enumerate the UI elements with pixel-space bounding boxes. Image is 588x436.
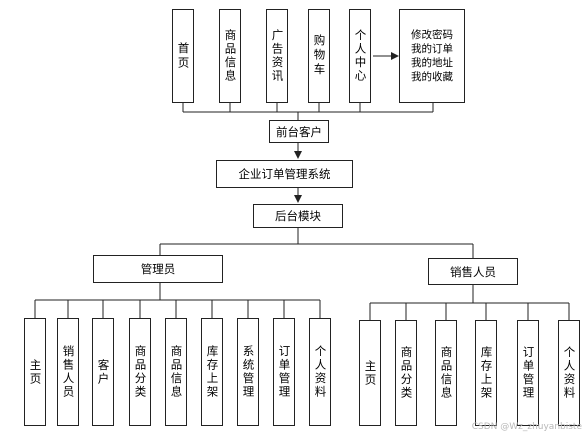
leaf-label: 订单管理 <box>273 318 295 426</box>
leaf-box <box>475 320 497 426</box>
module-cart-text: 购物车 <box>312 34 327 78</box>
leaf-box <box>359 320 381 426</box>
module-home-text: 首页 <box>176 41 191 71</box>
leaf-box <box>517 320 539 426</box>
leaf-text: 系统管理 <box>241 345 256 399</box>
module-product-info-label: 商品信息 <box>219 9 241 103</box>
leaf-label: 个人资料 <box>558 320 580 426</box>
leaf-box <box>165 318 187 426</box>
leaf-text: 库存上架 <box>205 345 220 399</box>
leaf-label: 库存上架 <box>201 318 223 426</box>
leaf-label: 商品信息 <box>165 318 187 426</box>
module-ad-news-label: 广告资讯 <box>266 9 288 103</box>
leaf-label: 订单管理 <box>517 320 539 426</box>
personal-center-submenu <box>399 9 465 103</box>
leaf-box <box>129 318 151 426</box>
leaf-label: 商品信息 <box>435 320 457 426</box>
leaf-text: 客户 <box>96 358 111 386</box>
leaf-text: 商品信息 <box>169 345 184 399</box>
module-home-label: 首页 <box>172 9 194 103</box>
submenu-item: 我的收藏 <box>411 71 453 83</box>
leaf-box <box>273 318 295 426</box>
leaf-box <box>92 318 114 426</box>
leaf-text: 主页 <box>28 358 43 386</box>
leaf-text: 个人资料 <box>313 345 328 399</box>
module-cart <box>308 9 330 103</box>
leaf-label: 主页 <box>359 320 381 426</box>
front-client-label: 前台客户 <box>276 124 322 139</box>
submenu-item: 修改密码 <box>411 29 453 41</box>
module-product-info <box>219 9 241 103</box>
top-module-connectors <box>159 52 474 258</box>
module-personal-center-label: 个人中心 <box>349 9 371 103</box>
sales-label: 销售人员 <box>450 264 496 279</box>
leaf-box <box>237 318 259 426</box>
sales-connectors <box>369 285 570 320</box>
module-product-info-text: 商品信息 <box>223 29 238 83</box>
sales-box <box>428 258 518 285</box>
leaf-label: 库存上架 <box>475 320 497 426</box>
module-home <box>172 9 194 103</box>
system-title: 企业订单管理系统 <box>238 167 331 181</box>
leaf-box <box>57 318 79 426</box>
backend-label: 后台模块 <box>275 209 321 223</box>
leaf-label: 商品分类 <box>129 318 151 426</box>
module-cart-label: 购物车 <box>308 9 330 103</box>
leaf-box <box>309 318 331 426</box>
leaf-box <box>395 320 417 426</box>
leaf-label: 商品分类 <box>395 320 417 426</box>
admin-connectors <box>34 283 321 318</box>
module-personal-center <box>349 9 371 103</box>
leaf-text: 个人资料 <box>562 346 577 400</box>
leaf-text: 商品分类 <box>133 345 148 399</box>
leaf-text: 商品信息 <box>439 346 454 400</box>
leaf-text: 订单管理 <box>521 346 536 400</box>
leaf-box <box>558 320 580 426</box>
submenu-item: 我的地址 <box>411 57 453 69</box>
leaf-text: 销售人员 <box>61 345 76 399</box>
leaf-box <box>201 318 223 426</box>
leaf-text: 订单管理 <box>277 345 292 399</box>
submenu-item: 我的订单 <box>411 43 453 55</box>
leaf-label: 个人资料 <box>309 318 331 426</box>
leaf-text: 商品分类 <box>399 346 414 400</box>
admin-label: 管理员 <box>140 262 176 276</box>
personal-center-submenu-list: 修改密码 我的订单 我的地址 我的收藏 <box>399 9 465 103</box>
watermark: CSDN @Wz_zhuyanbiste <box>471 422 582 432</box>
module-ad-news <box>266 9 288 103</box>
system-box <box>216 160 353 188</box>
admin-box <box>93 255 223 283</box>
backend-box <box>253 204 343 228</box>
leaf-box <box>24 318 46 426</box>
leaf-box <box>435 320 457 426</box>
leaf-label: 客户 <box>92 318 114 426</box>
front-client-box <box>269 120 329 143</box>
leaf-label: 系统管理 <box>237 318 259 426</box>
leaf-label: 销售人员 <box>57 318 79 426</box>
leaf-text: 库存上架 <box>479 346 494 400</box>
module-personal-center-text: 个人中心 <box>353 29 368 83</box>
leaf-text: 主页 <box>363 359 378 387</box>
leaf-label: 主页 <box>24 318 46 426</box>
module-ad-news-text: 广告资讯 <box>270 29 285 83</box>
